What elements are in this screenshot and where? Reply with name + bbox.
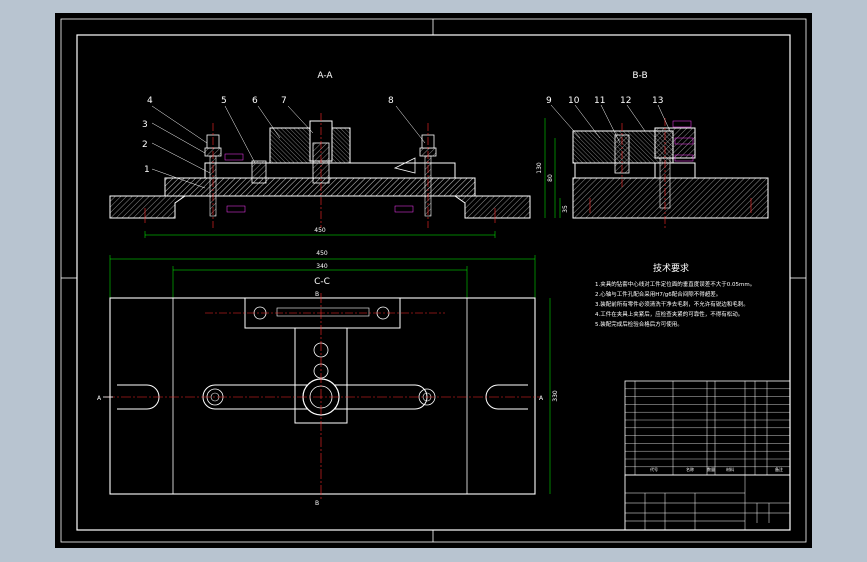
section-mark-b-top: B	[315, 291, 319, 298]
callout-1: 1	[144, 165, 150, 175]
callout-11: 11	[594, 96, 605, 106]
callout-3: 3	[142, 120, 148, 130]
view-aa-title: A-A	[317, 71, 333, 81]
fixture-assembly-drawing: A-A	[60, 18, 807, 543]
section-mark-a-left: A	[97, 395, 102, 402]
callout-7: 7	[281, 96, 287, 106]
callout-10: 10	[568, 96, 580, 106]
tech-req-line-4: 4.工件在夹具上夹紧后，应检查夹紧的可靠性，不得有松动。	[595, 310, 743, 318]
section-view-bb: B-B 130 80 35	[536, 71, 769, 228]
dim-plan-height: 330	[552, 390, 559, 402]
title-block	[624, 474, 791, 531]
callout-13: 13	[652, 96, 663, 106]
plan-view-cc: 450 340 C-C 330	[97, 250, 559, 507]
col-name: 名称	[686, 466, 694, 472]
section-view-aa: A-A	[109, 71, 531, 238]
view-cc-title: C-C	[314, 277, 330, 287]
tech-req-line-1: 1.夹具的钻套中心线对工件定位面的垂直度误差不大于0.05mm。	[595, 280, 755, 288]
callout-8: 8	[388, 96, 394, 106]
callout-2: 2	[142, 140, 148, 150]
callout-5: 5	[221, 96, 227, 106]
section-mark-b-bottom: B	[315, 500, 319, 507]
col-material: 材料	[726, 466, 734, 472]
clamp-strap	[202, 384, 428, 410]
dim-bb-h2: 80	[547, 174, 554, 182]
dim-bb-h3: 35	[562, 205, 569, 213]
fixture-body	[204, 162, 456, 179]
callout-4: 4	[147, 96, 153, 106]
tech-req-title: 技术要求	[653, 262, 689, 274]
callout-9: 9	[546, 96, 552, 106]
drawing-sheet: A-A	[55, 13, 812, 548]
view-bb-title: B-B	[632, 71, 647, 81]
inner-frame	[76, 34, 791, 531]
bb-base	[572, 177, 769, 219]
col-code: 代号	[650, 466, 658, 472]
parts-list: 代号 名称 数量 材料 备注	[624, 380, 791, 476]
dim-plan-outer: 450	[316, 250, 328, 257]
outer-frame	[60, 18, 807, 543]
technical-requirements: 技术要求 1.夹具的钻套中心线对工件定位面的垂直度误差不大于0.05mm。 2.…	[595, 262, 755, 328]
col-note: 备注	[775, 466, 783, 472]
dim-bb-h1: 130	[536, 162, 543, 174]
tech-req-line-2: 2.心轴与工件孔配合采用H7/g6配合间隙不得超差。	[595, 290, 721, 298]
tech-req-line-3: 3.装配前所有零件必须清洗干净去毛刺，不允许有锐边和毛刺。	[595, 300, 749, 308]
callout-6: 6	[252, 96, 258, 106]
col-qty: 数量	[707, 466, 715, 472]
section-mark-a-right: A	[539, 395, 544, 402]
dim-plan-inner: 340	[316, 263, 328, 270]
tech-req-line-5: 5.装配完成后检验合格后方可使用。	[595, 320, 683, 328]
dim-aa-width-label: 450	[314, 227, 326, 234]
callout-12: 12	[620, 96, 631, 106]
